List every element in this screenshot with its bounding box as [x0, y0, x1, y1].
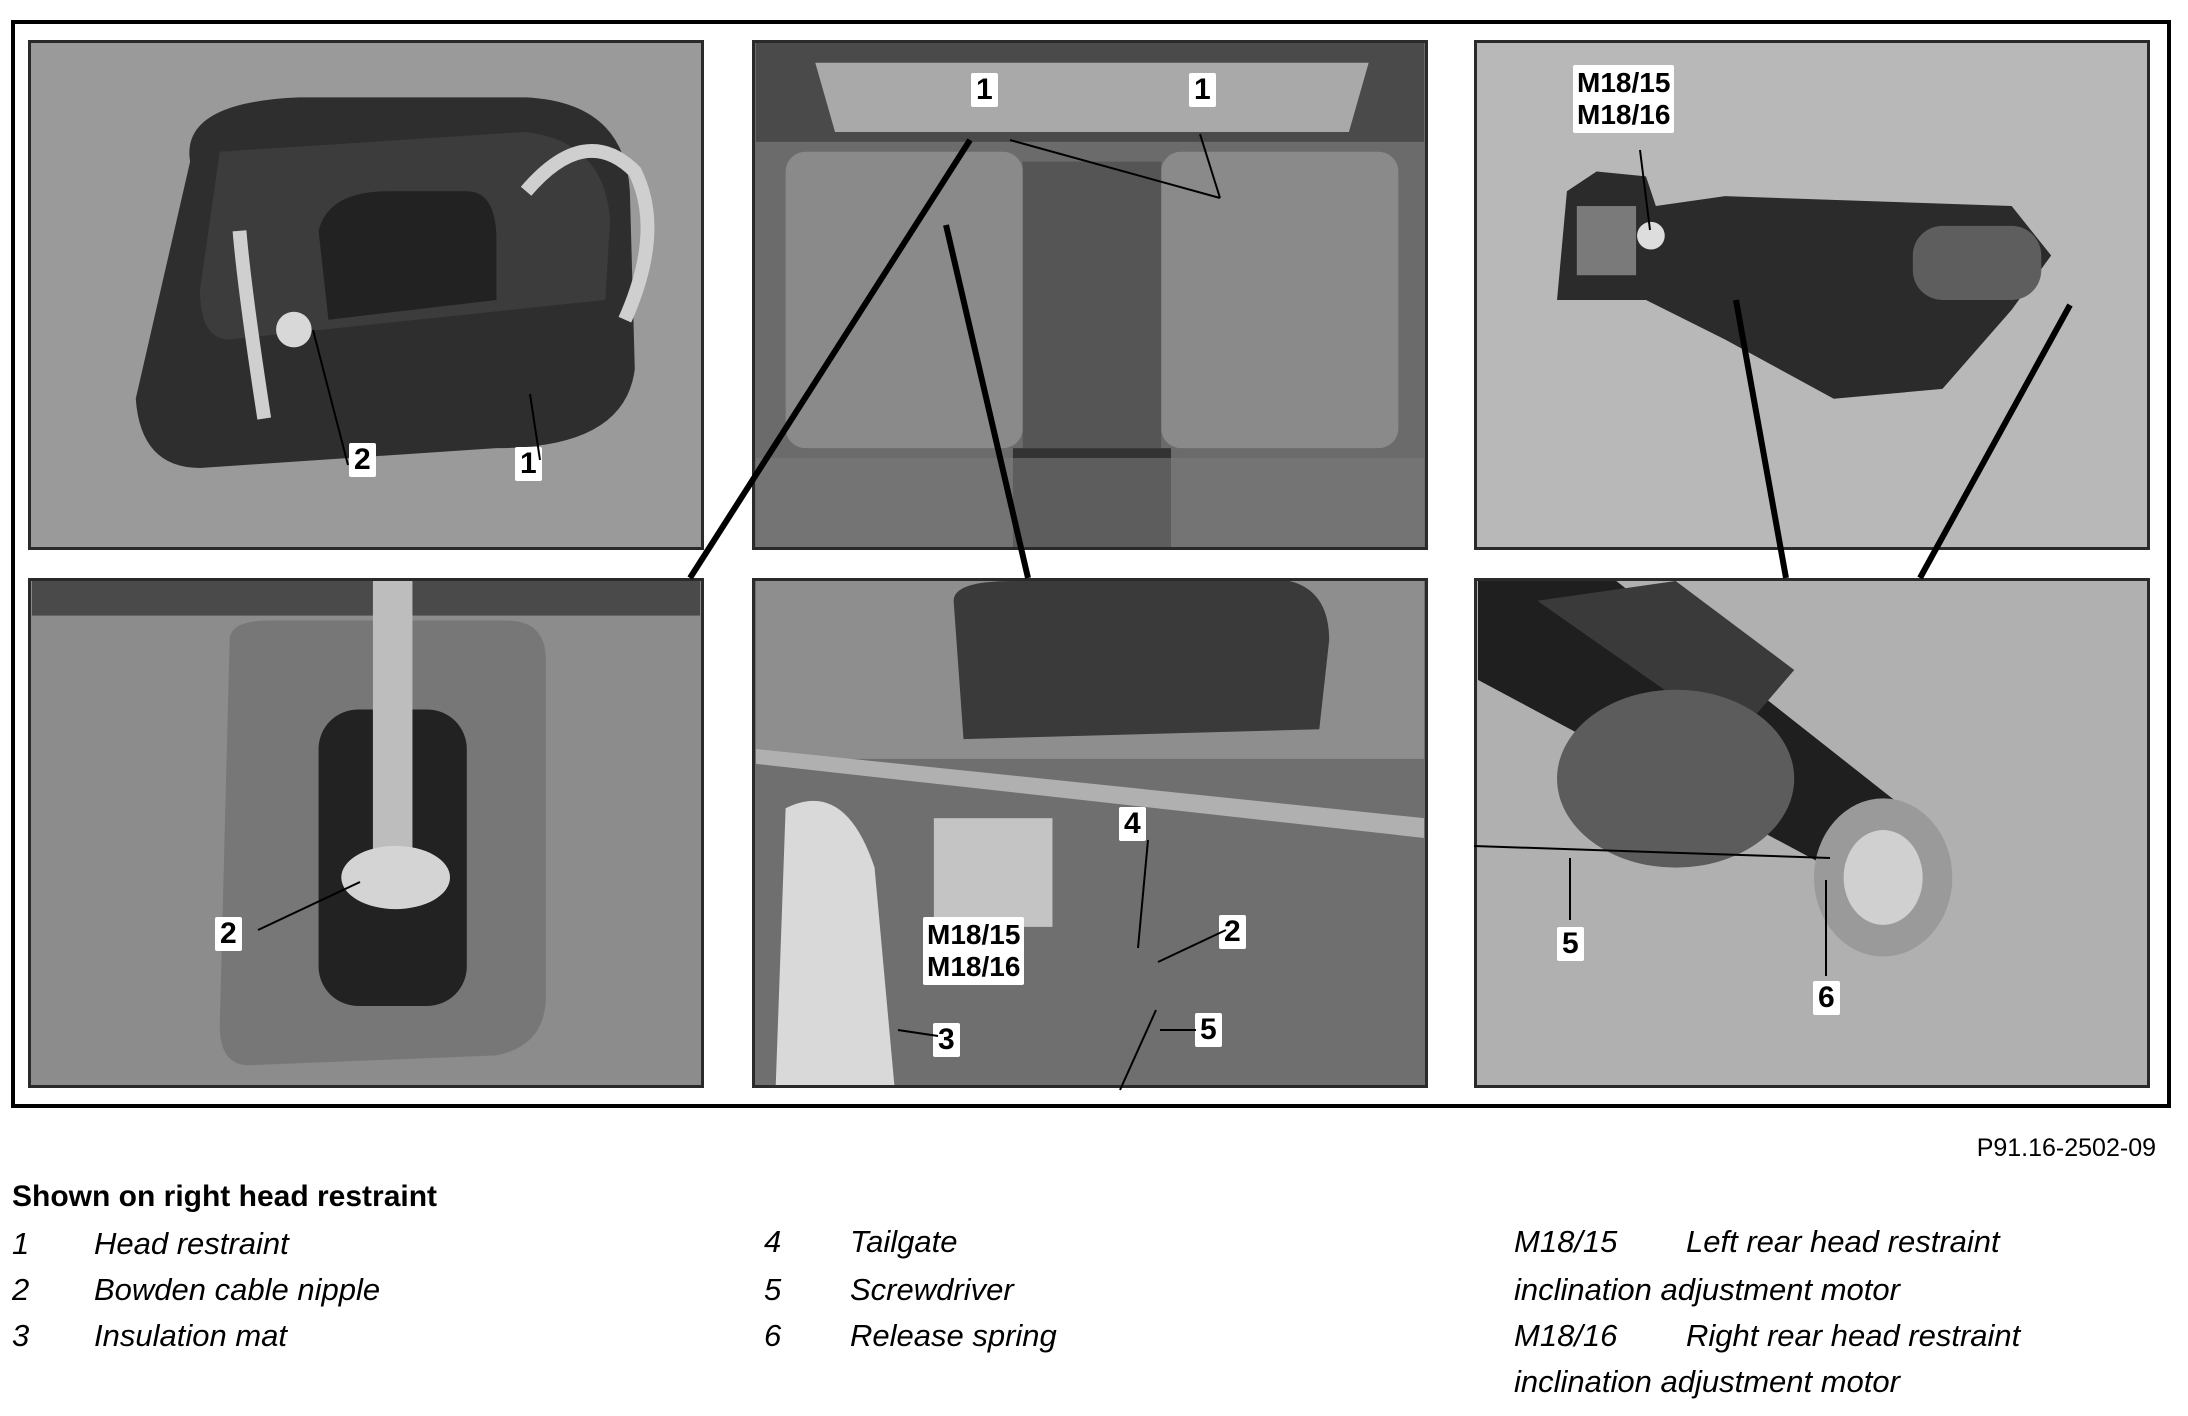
callout-top-center-1a: 1	[971, 73, 998, 107]
legend-continuation: inclination adjustment motor	[1514, 1272, 1900, 1307]
figure-reference-code: P91.16-2502-09	[1976, 1134, 2156, 1162]
callout-bottom-right-6: 6	[1813, 981, 1840, 1015]
legend-text: Bowden cable nipple	[94, 1272, 381, 1307]
legend-key: 6	[764, 1318, 782, 1353]
legend-key: M18/16	[1514, 1318, 1618, 1353]
legend-key: 1	[12, 1226, 30, 1261]
callout-m18-15: M18/15	[1577, 67, 1671, 98]
legend-key: M18/15	[1514, 1224, 1618, 1259]
photo-release-spring: 5 6	[1474, 578, 2150, 1088]
legend-text: Tailgate	[850, 1224, 958, 1259]
callout-bottom-center-5: 5	[1195, 1013, 1222, 1047]
release-spring-illustration	[1477, 581, 1953, 957]
callout-bottom-left-2: 2	[215, 917, 242, 951]
callout-bottom-center-2: 2	[1219, 915, 1246, 949]
callout-top-right-motors: M18/15 M18/16	[1573, 65, 1675, 133]
legend-text: Right rear head restraint	[1686, 1318, 2021, 1353]
photo-bowden-nipple: 2	[28, 578, 704, 1088]
head-restraint-illustration	[135, 97, 655, 468]
legend-key: 3	[12, 1318, 30, 1353]
rear-seat-illustration	[755, 43, 1425, 547]
callout-bc-m18-16: M18/16	[927, 951, 1021, 982]
tailgate-detail-illustration	[755, 581, 1425, 1085]
callout-m18-16: M18/16	[1577, 99, 1671, 130]
legend-text: Head restraint	[94, 1226, 289, 1261]
callout-top-center-1b: 1	[1189, 73, 1216, 107]
photo-rear-seat: 1 1	[752, 40, 1428, 550]
photo-tailgate-detail: 4 M18/15 M18/16 2 3 5	[752, 578, 1428, 1088]
legend-text: Insulation mat	[94, 1318, 287, 1353]
callout-bottom-center-motors: M18/15 M18/16	[923, 917, 1025, 985]
photo-head-restraint: 2 1	[28, 40, 704, 550]
legend-key: 2	[12, 1272, 30, 1307]
callout-bc-m18-15: M18/15	[927, 919, 1021, 950]
callout-bottom-center-3: 3	[933, 1023, 960, 1057]
bowden-nipple-illustration	[31, 581, 701, 1066]
legend-key: 5	[764, 1272, 782, 1307]
legend-text: Screwdriver	[850, 1272, 1014, 1307]
legend-text: Release spring	[850, 1318, 1057, 1353]
callout-bottom-right-5: 5	[1557, 927, 1584, 961]
legend-key: 4	[764, 1224, 782, 1259]
photo-motor-assembly: M18/15 M18/16	[1474, 40, 2150, 550]
callout-bottom-center-4: 4	[1119, 807, 1146, 841]
legend-text: Left rear head restraint	[1686, 1224, 2000, 1259]
callout-top-left-1: 1	[515, 447, 542, 481]
legend-continuation: inclination adjustment motor	[1514, 1364, 1900, 1399]
callout-top-left-2: 2	[349, 443, 376, 477]
caption-heading: Shown on right head restraint	[12, 1180, 438, 1213]
